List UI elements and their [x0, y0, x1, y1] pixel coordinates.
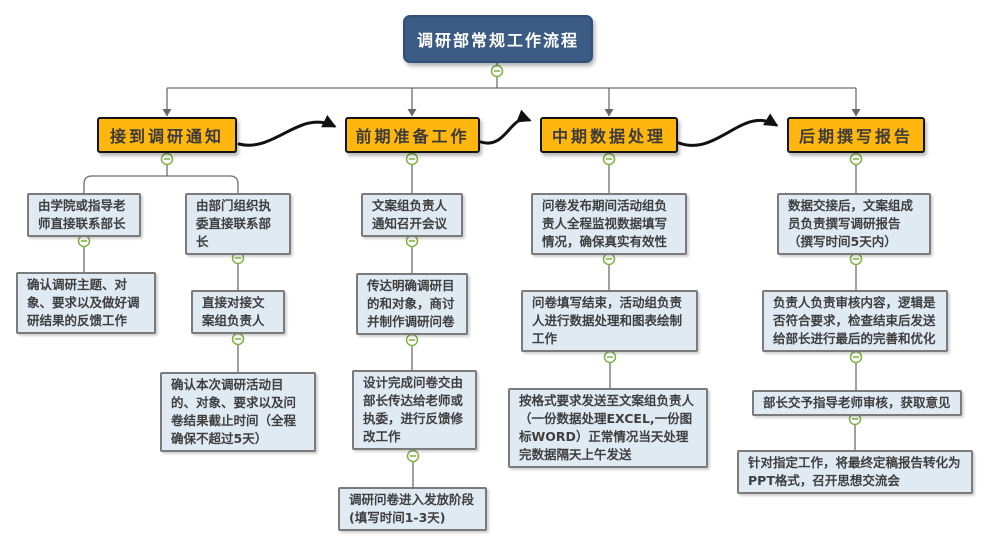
collapse-icon[interactable]	[490, 64, 504, 78]
step-node[interactable]: 问卷发布期间活动组负责人全程监视数据填写情况，确保真实有效性	[531, 193, 687, 255]
collapse-icon[interactable]	[849, 350, 863, 364]
collapse-icon[interactable]	[406, 449, 420, 463]
step-node[interactable]: 部长交予指导老师审核，获取意见	[752, 390, 962, 416]
collapse-icon[interactable]	[602, 252, 616, 266]
drop-arrowhead-icon	[851, 109, 861, 117]
step-node[interactable]: 由部门组织执委直接联系部长	[185, 193, 291, 255]
drop-arrowhead-icon	[407, 109, 417, 117]
collapse-icon[interactable]	[405, 234, 419, 248]
phase-header-1[interactable]: 接到调研通知	[97, 117, 237, 153]
flow-arrow	[677, 113, 779, 147]
step-node[interactable]: 调研问卷进入发放阶段(填写时间1-3天)	[338, 487, 487, 531]
collapse-icon[interactable]	[77, 234, 91, 248]
phase-header-3[interactable]: 中期数据处理	[540, 117, 678, 153]
flow-arrow	[479, 109, 532, 145]
flow-arrow	[237, 114, 337, 147]
step-node[interactable]: 确认调研主题、对象、要求以及做好调研结果的反馈工作	[16, 272, 156, 334]
drop-arrowhead-icon	[162, 109, 172, 117]
step-node[interactable]: 负责人负责审核内容，逻辑是否符合要求，检查结束后发送给部长进行最后的完善和优化	[762, 290, 948, 352]
collapse-icon[interactable]	[160, 152, 174, 166]
root-topic[interactable]: 调研部常规工作流程	[403, 15, 593, 63]
collapse-icon[interactable]	[603, 350, 617, 364]
step-node[interactable]: 直接对接文案组负责人	[191, 290, 285, 334]
step-node[interactable]: 针对指定工作，将最终定稿报告转化为PPT格式，召开思想交流会	[737, 450, 973, 494]
step-node[interactable]: 由学院或指导老师直接联系部长	[27, 193, 141, 237]
step-node[interactable]: 传达明确调研目的和对象，商讨并制作调研问卷	[356, 273, 468, 335]
collapse-icon[interactable]	[849, 152, 863, 166]
drop-arrowhead-icon	[604, 109, 614, 117]
collapse-icon[interactable]	[602, 152, 616, 166]
step-node[interactable]: 确认本次调研活动目的、对象、要求以及问卷结果截止时间（全程确保不超过5天）	[160, 372, 316, 452]
collapse-icon[interactable]	[405, 152, 419, 166]
collapse-icon[interactable]	[405, 333, 419, 347]
collapse-icon[interactable]	[849, 252, 863, 266]
phase-header-2[interactable]: 前期准备工作	[345, 117, 480, 153]
collapse-icon[interactable]	[231, 332, 245, 346]
step-node[interactable]: 文案组负责人通知召开会议	[361, 193, 463, 237]
step-node[interactable]: 设计完成问卷交由部长传达给老师或执委，进行反馈修改工作	[352, 370, 477, 450]
phase-header-4[interactable]: 后期撰写报告	[787, 117, 925, 153]
step-node[interactable]: 问卷填写结束，活动组负责人进行数据处理和图表绘制工作	[521, 290, 698, 352]
step-node[interactable]: 数据交接后，文案组成员负责撰写调研报告（撰写时间5天内）	[777, 193, 931, 255]
step-node[interactable]: 按格式要求发送至文案组负责人（一份数据处理EXCEL,一份图标WORD）正常情况…	[508, 388, 708, 468]
